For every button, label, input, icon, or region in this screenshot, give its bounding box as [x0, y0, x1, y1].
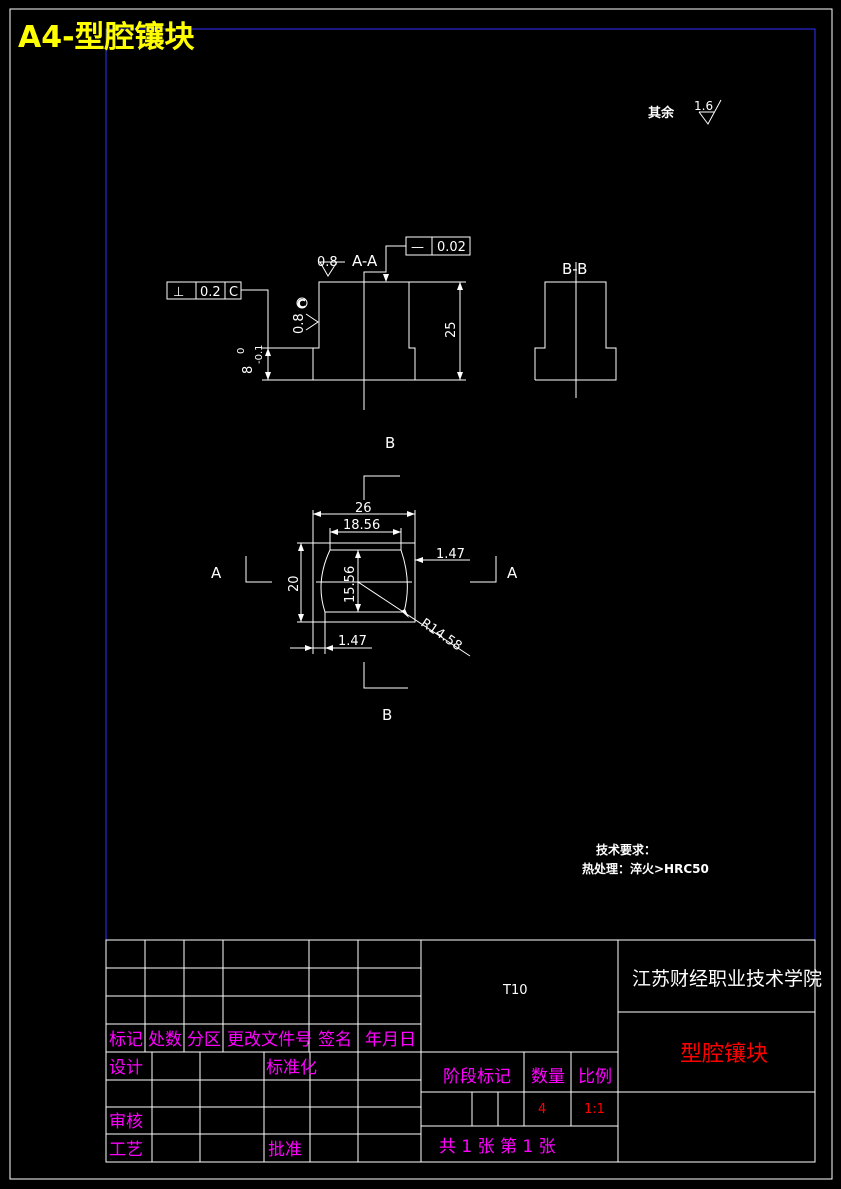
roughness-note: 其余 1.6 — [648, 99, 722, 125]
arrow-1556-top — [355, 550, 361, 558]
tb-header-count: 处数 — [148, 1030, 182, 1050]
arrow-20-bottom — [298, 614, 304, 622]
dimension-cavity-height-1556: 15.56 — [343, 566, 358, 603]
tb-school-name: 江苏财经职业技术学院 — [632, 968, 822, 990]
arrow-25-top — [457, 282, 463, 290]
tb-part-name: 型腔镶块 — [680, 1042, 768, 1067]
arrow-147-right — [325, 645, 333, 651]
arrow-1556-bottom — [355, 604, 361, 612]
radius-leader — [357, 581, 471, 657]
tb-standardization-label: 标准化 — [266, 1058, 317, 1078]
dimension-cavity-width-1856: 18.56 — [343, 518, 380, 533]
section-mark-b-bottom: B — [382, 706, 392, 724]
section-bb-label: B-B — [562, 260, 587, 278]
tb-header-date: 年月日 — [365, 1030, 416, 1050]
section-mark-a-left: A — [211, 564, 222, 582]
arrow-1856-left — [330, 529, 338, 535]
section-line-a-right — [470, 556, 497, 583]
section-bb-outline — [534, 281, 617, 381]
top-view-outline — [312, 542, 416, 623]
top-view-cavity — [320, 549, 408, 613]
roughness-top-icon — [319, 261, 338, 277]
top-view-arrows — [298, 511, 423, 651]
sheet-format-title: A4-型腔镶块 — [18, 20, 195, 55]
title-block-outline — [105, 939, 816, 1163]
arrow-26-right — [407, 511, 415, 517]
tb-quantity-value: 4 — [538, 1102, 546, 1117]
tb-stage-mark-label: 阶段标记 — [443, 1067, 511, 1087]
arrow-8-bottom — [265, 372, 271, 380]
section-mark-b-top: B — [385, 434, 395, 452]
dimension-height-25: 25 — [444, 321, 459, 338]
tb-header-signature: 签名 — [318, 1030, 352, 1050]
arrow-147-left — [305, 645, 313, 651]
top-view — [245, 475, 497, 689]
flatness-tolerance: 0.02 — [437, 240, 466, 255]
notes-heading: 技术要求： — [596, 842, 656, 857]
dimension-step-8: 8 — [241, 366, 256, 374]
dimension-offset-bottom-147: 1.47 — [338, 634, 367, 649]
tb-review-label: 审核 — [109, 1112, 143, 1132]
tb-scale-label: 比例 — [578, 1067, 612, 1087]
arrow-26-left — [313, 511, 321, 517]
section-mark-a-right: A — [507, 564, 518, 582]
roughness-note-label: 其余 — [648, 105, 675, 121]
tb-sheets: 共 1 张 第 1 张 — [439, 1137, 556, 1157]
tb-approve-label: 批准 — [268, 1140, 302, 1160]
tb-material: T10 — [502, 983, 527, 998]
title-block-grid — [105, 939, 816, 1163]
arrow-147-top — [415, 557, 423, 563]
roughness-symbol-icon — [698, 99, 722, 125]
tb-header-change-doc: 更改文件号 — [227, 1030, 312, 1050]
tb-header-zone: 分区 — [187, 1030, 221, 1050]
dimension-width-26: 26 — [355, 501, 372, 516]
notes-line-1: 热处理：淬火>HRC50 — [582, 861, 709, 876]
flatness-frame — [405, 236, 471, 256]
arrow-8-top — [265, 348, 271, 356]
section-aa-label: A-A — [352, 252, 378, 270]
arrow-radius — [401, 609, 409, 618]
roughness-note-value: 1.6 — [694, 99, 713, 113]
roughness-side-value: 0.8 — [292, 313, 307, 334]
perpendicularity-symbol-icon: ⊥ — [173, 285, 184, 300]
flatness-symbol-icon: — — [411, 240, 424, 255]
section-line-b-bottom — [363, 662, 408, 689]
section-line-a-left — [245, 556, 272, 583]
roughness-top-value: 0.8 — [317, 255, 338, 270]
arrow-flatness — [383, 274, 389, 282]
datum-c-circle — [296, 297, 308, 309]
dimension-offset-right-147: 1.47 — [436, 547, 465, 562]
dimension-step-tol-upper: 0 — [236, 348, 247, 354]
roughness-side-icon — [305, 313, 319, 331]
section-line-b-top — [363, 475, 400, 500]
dimension-step-tol-lower: -0.1 — [254, 344, 265, 364]
arrow-20-top — [298, 543, 304, 551]
outer-frame — [9, 8, 833, 1180]
flatness-leader — [363, 245, 406, 282]
perpendicularity-leader — [241, 289, 269, 350]
datum-c-label: C — [297, 297, 306, 311]
tb-quantity-label: 数量 — [531, 1067, 565, 1087]
section-aa-arrows — [265, 274, 463, 380]
arrow-25-bottom — [457, 372, 463, 380]
tb-scale-value: 1:1 — [584, 1102, 605, 1117]
perpendicularity-tolerance: 0.2 — [200, 285, 221, 300]
perpendicularity-datum: C — [229, 285, 238, 300]
section-bb-view — [534, 262, 617, 398]
tb-process-label: 工艺 — [109, 1140, 143, 1160]
tb-header-mark: 标记 — [109, 1030, 143, 1050]
dimension-height-20: 20 — [287, 575, 302, 592]
tb-design-label: 设计 — [109, 1058, 143, 1078]
arrow-1856-right — [393, 529, 401, 535]
